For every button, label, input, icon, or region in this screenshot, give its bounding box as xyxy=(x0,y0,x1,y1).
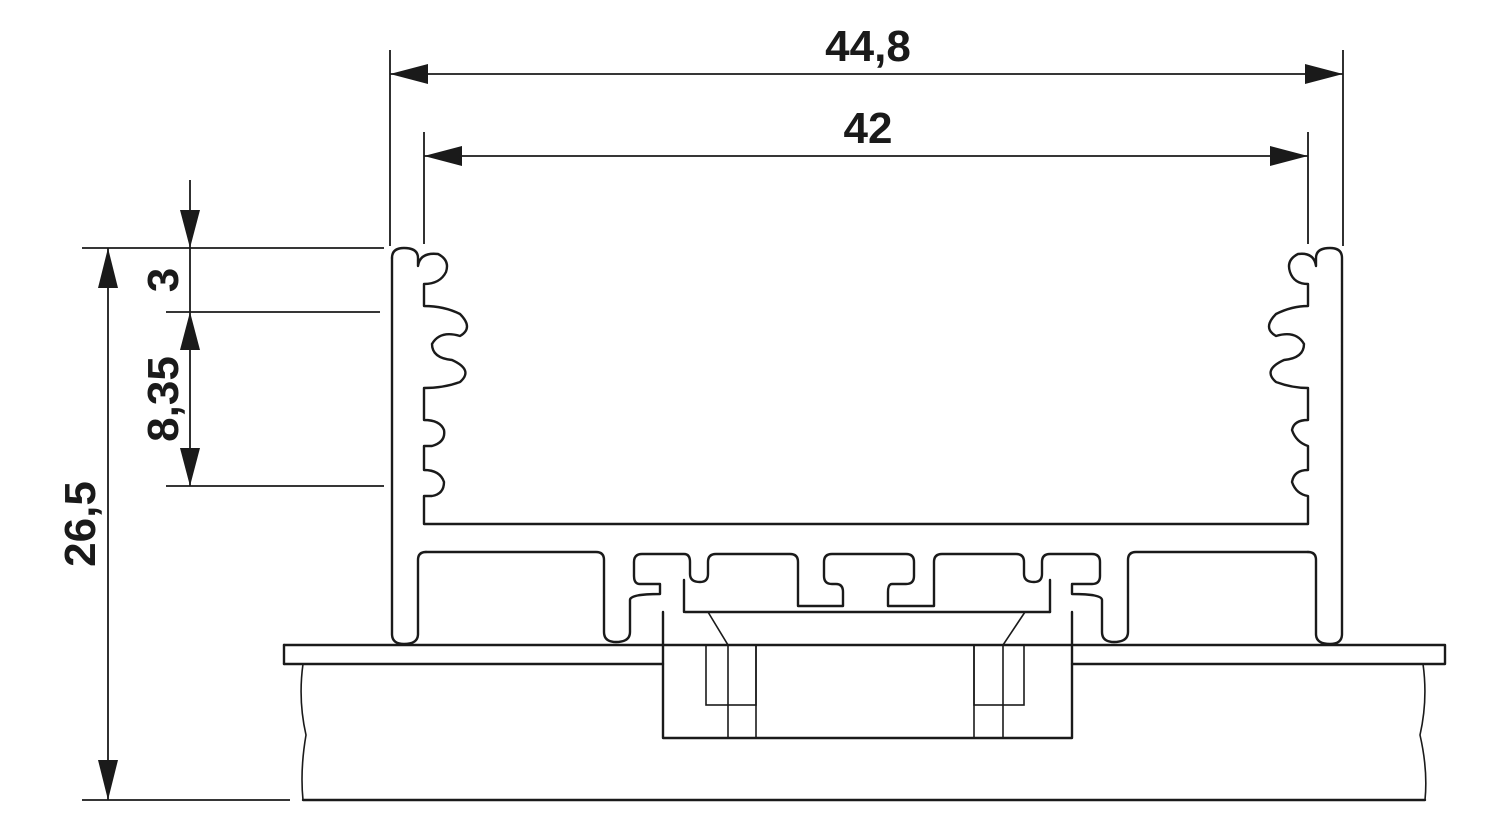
dimension-total-height: 26,5 xyxy=(56,247,384,801)
inner-width-label: 42 xyxy=(844,104,893,153)
overall-width-label: 44,8 xyxy=(825,22,911,71)
mounting-insert xyxy=(661,610,1074,740)
dimension-overall-width: 44,8 xyxy=(389,22,1344,246)
aluminium-profile xyxy=(390,246,1344,646)
dimension-slot-pitch: 8,35 xyxy=(139,312,384,487)
total-height-label: 26,5 xyxy=(56,481,105,567)
dimension-top-offset: 3 xyxy=(139,180,380,313)
dimension-inner-width: 42 xyxy=(423,104,1309,244)
top-offset-label: 3 xyxy=(139,268,188,292)
mounting-surface xyxy=(282,643,1447,802)
slot-pitch-label: 8,35 xyxy=(139,356,188,442)
